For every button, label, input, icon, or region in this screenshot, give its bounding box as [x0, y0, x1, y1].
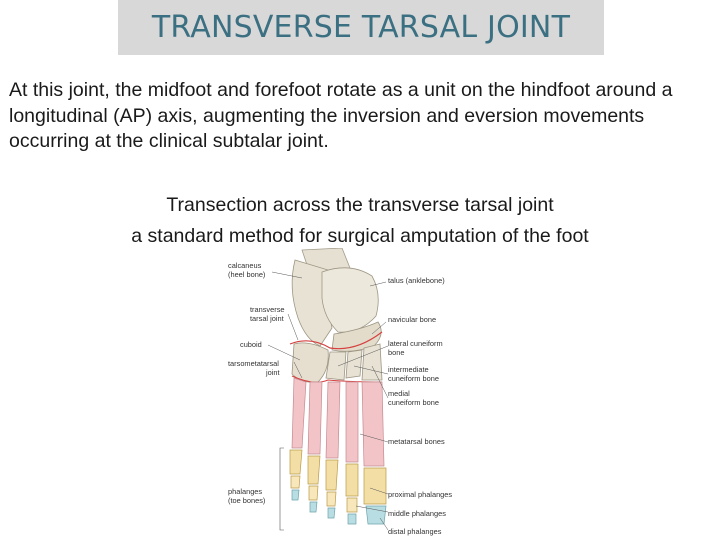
label-calcaneus-1: calcaneus	[228, 261, 262, 270]
label-phalanges-1: phalanges	[228, 487, 262, 496]
metatarsal-3	[325, 381, 341, 459]
label-intermediate-2: cuneiform bone	[388, 374, 439, 383]
label-proximal: proximal phalanges	[388, 490, 452, 499]
distal-phalanx-2	[347, 513, 357, 525]
leader-lines	[267, 271, 389, 531]
label-calcaneus-2: (heel bone)	[228, 270, 265, 279]
label-medial-2: cuneiform bone	[388, 398, 439, 407]
label-middle: middle phalanges	[388, 509, 446, 518]
label-talus: talus (anklebone)	[388, 276, 445, 285]
label-lateral-1: lateral cuneiform	[388, 339, 443, 348]
label-phalanges-2: (toe bones)	[228, 496, 265, 505]
foot-bones-figure: calcaneus (heel bone) talus (anklebone) …	[210, 248, 500, 540]
cuboid-bone	[291, 342, 329, 383]
middle-phalanx-3	[326, 491, 337, 507]
metatarsal-4	[307, 381, 323, 455]
lateral-cuneiform-bone	[325, 351, 347, 381]
medial-cuneiform-bone	[361, 343, 383, 381]
metatarsal-2	[345, 381, 359, 463]
middle-phalanges-group	[290, 475, 358, 513]
label-distal: distal phalanges	[388, 527, 442, 536]
label-transverse-2: tarsal joint	[250, 314, 284, 323]
label-cuboid: cuboid	[240, 340, 262, 349]
proximal-phalanx-5	[289, 449, 303, 475]
label-transverse-1: transverse	[250, 305, 285, 314]
title-banner: TRANSVERSE TARSAL JOINT	[118, 0, 604, 55]
middle-phalanx-5	[290, 475, 301, 489]
label-tarsometatarsal-1: tarsometatarsal	[228, 359, 279, 368]
distal-phalanx-4	[309, 501, 318, 513]
label-lateral-2: bone	[388, 348, 404, 357]
phalanges-bracket	[279, 447, 284, 531]
metatarsal-1	[361, 381, 385, 467]
proximal-phalanx-1	[363, 467, 387, 505]
middle-phalanx-2	[346, 497, 358, 513]
middle-phalanx-4	[308, 485, 319, 501]
proximal-phalanges-group	[289, 449, 387, 505]
distal-phalanx-1	[365, 505, 387, 525]
subtitle-line-2: a standard method for surgical amputatio…	[131, 225, 589, 247]
proximal-phalanx-2	[345, 463, 359, 497]
label-navicular: navicular bone	[388, 315, 436, 324]
label-intermediate-1: intermediate	[388, 365, 429, 374]
slide-title: TRANSVERSE TARSAL JOINT	[151, 10, 571, 45]
intermediate-cuneiform-bone	[345, 349, 363, 379]
proximal-phalanx-4	[307, 455, 321, 485]
proximal-phalanx-3	[325, 459, 339, 491]
label-tarsometatarsal-2: joint	[265, 368, 280, 377]
metatarsal-5	[291, 377, 307, 449]
subtitle-line-1: Transection across the transverse tarsal…	[166, 194, 554, 216]
label-metatarsal: metatarsal bones	[388, 437, 445, 446]
foot-skeleton-diagram: calcaneus (heel bone) talus (anklebone) …	[228, 248, 452, 536]
metatarsal-group	[291, 377, 385, 467]
navicular-bone	[331, 321, 382, 352]
talus-bone	[321, 267, 379, 333]
distal-phalanx-3	[327, 507, 336, 519]
transverse-tarsal-joint-line	[289, 331, 383, 350]
body-paragraph: At this joint, the midfoot and forefoot …	[9, 79, 673, 152]
label-medial-1: medial	[388, 389, 410, 398]
distal-phalanx-5	[291, 489, 300, 501]
